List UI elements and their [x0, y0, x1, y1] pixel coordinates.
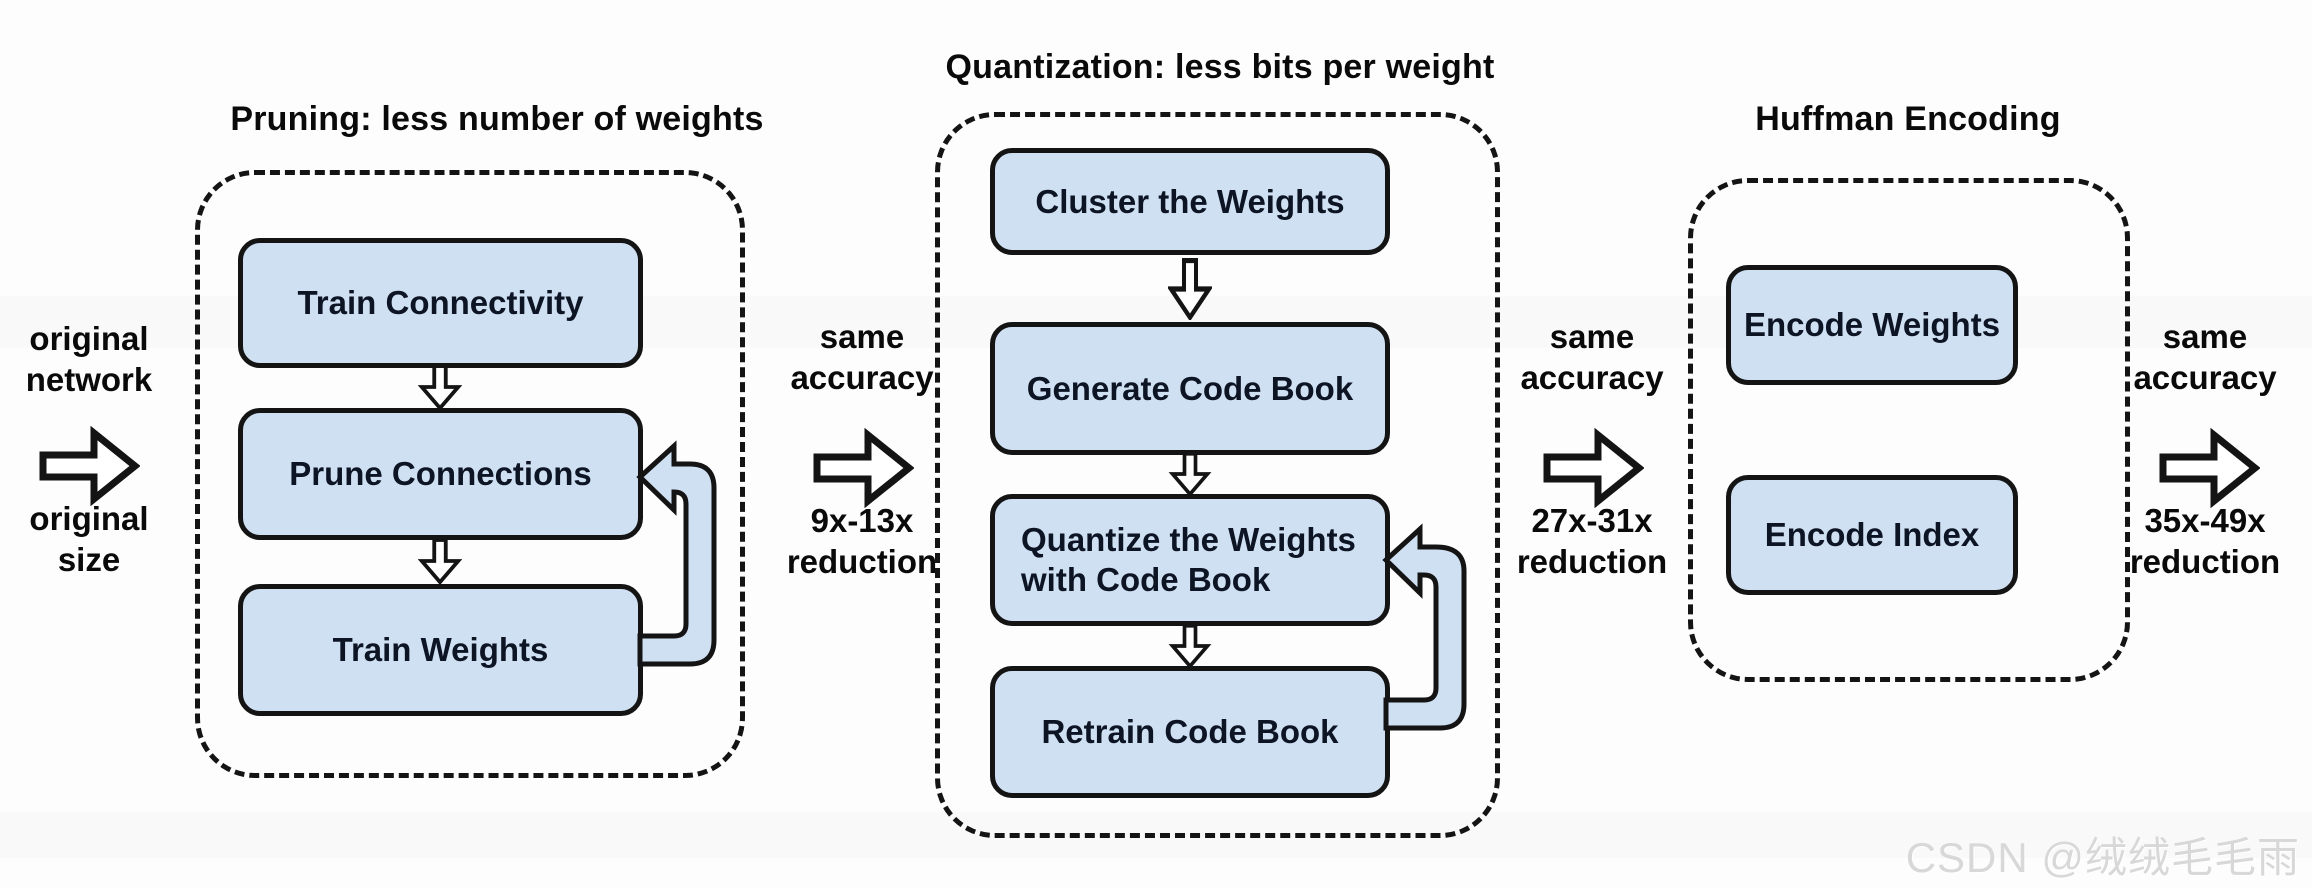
- stage-title-huffman: Huffman Encoding: [1755, 100, 2061, 138]
- node-cluster-the-weights: Cluster the Weights: [990, 148, 1390, 255]
- node-encode-index: Encode Index: [1726, 475, 2018, 595]
- node-generate-code-book: Generate Code Book: [990, 322, 1390, 455]
- node-label: Train Connectivity: [297, 284, 584, 322]
- input-network-label: original network: [25, 320, 153, 399]
- flow-arrow-down-icon: [1168, 624, 1212, 668]
- node-label: Encode Weights: [1743, 306, 2001, 344]
- stage-frame-quantization: [935, 112, 1500, 838]
- connector-2-accuracy-label: same accuracy: [1520, 318, 1664, 397]
- node-label: Quantize the Weights with Code Book: [1021, 521, 1356, 598]
- node-train-connectivity: Train Connectivity: [238, 238, 643, 368]
- node-label: Prune Connections: [289, 455, 592, 493]
- connector-2-reduction-label: 27x-31x reduction: [1516, 502, 1668, 581]
- flow-arrow-down-icon: [418, 364, 462, 410]
- connector-2-arrow-right-icon: [1543, 427, 1644, 509]
- node-label: Retrain Code Book: [1041, 713, 1339, 751]
- connector-1-reduction-label: 9x-13x reduction: [786, 502, 938, 581]
- flow-arrow-down-icon: [1168, 258, 1212, 320]
- node-prune-connections: Prune Connections: [238, 408, 643, 540]
- connector-3-accuracy-label: same accuracy: [2133, 318, 2277, 397]
- input-flow-arrow-right-icon: [39, 425, 140, 507]
- node-label: Train Weights: [332, 631, 549, 669]
- flow-arrow-down-icon: [418, 538, 462, 584]
- connector-1-accuracy-label: same accuracy: [790, 318, 934, 397]
- stage-frame-pruning: [195, 170, 745, 778]
- stage-title-pruning: Pruning: less number of weights: [230, 100, 764, 138]
- node-train-weights: Train Weights: [238, 584, 643, 716]
- node-label: Encode Index: [1764, 516, 1980, 554]
- connector-3-reduction-label: 35x-49x reduction: [2129, 502, 2281, 581]
- node-retrain-code-book: Retrain Code Book: [990, 666, 1390, 798]
- node-encode-weights: Encode Weights: [1726, 265, 2018, 385]
- flow-arrow-down-icon: [1168, 452, 1212, 496]
- connector-1-arrow-right-icon: [813, 427, 914, 509]
- csdn-watermark: CSDN @绒绒毛毛雨: [1905, 834, 2300, 881]
- stage-title-quantization: Quantization: less bits per weight: [945, 48, 1495, 86]
- input-size-label: original size: [29, 500, 149, 579]
- node-label: Cluster the Weights: [1035, 182, 1345, 220]
- connector-3-arrow-right-icon: [2159, 427, 2260, 509]
- node-label: Generate Code Book: [1026, 369, 1354, 407]
- node-quantize-the-weights: Quantize the Weights with Code Book: [990, 494, 1390, 626]
- stage-frame-huffman: [1688, 178, 2130, 682]
